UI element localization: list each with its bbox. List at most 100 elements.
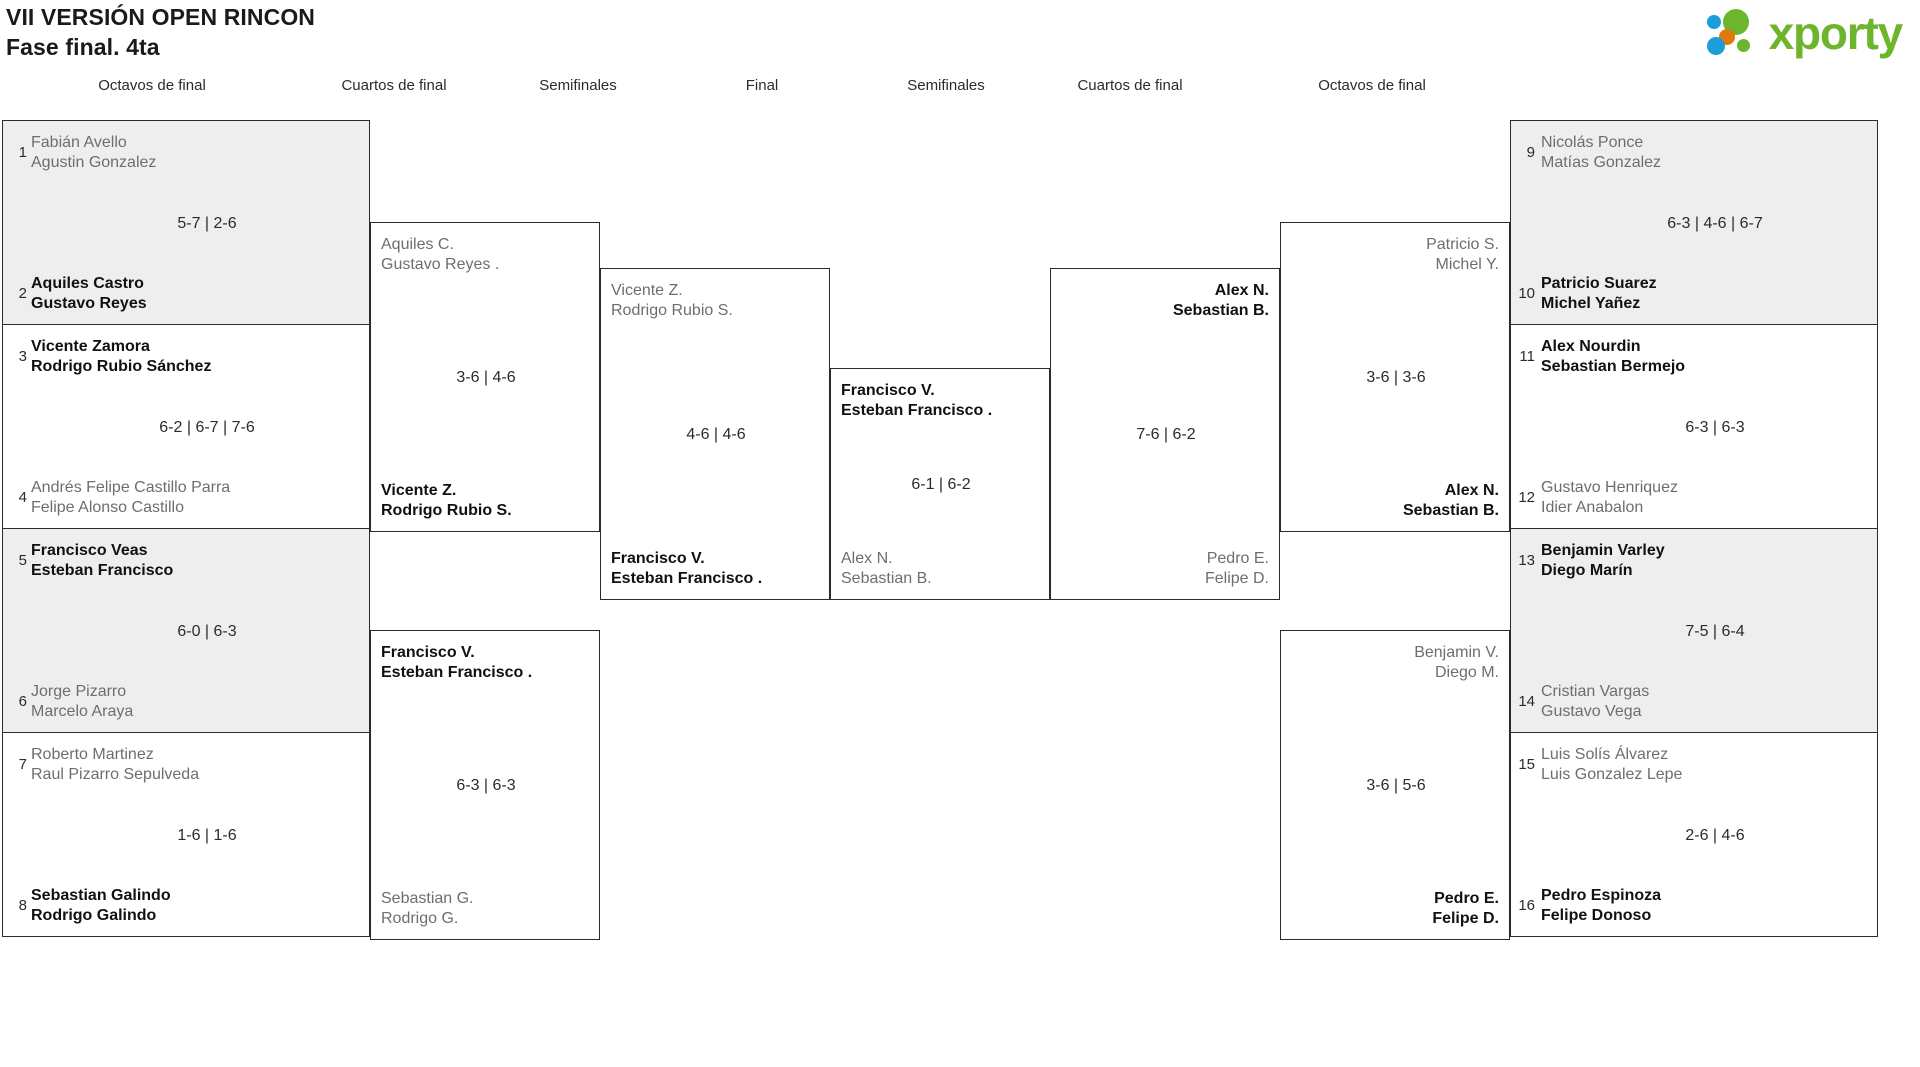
player-2-name: Sebastian B. — [1402, 501, 1499, 519]
player-2-name: Felipe D. — [1204, 569, 1269, 587]
seed-number: 16 — [1518, 897, 1535, 914]
player-1-name: Francisco Veas — [31, 542, 148, 559]
player-1-name: Andrés Felipe Castillo Parra — [31, 479, 231, 496]
player-2-name: Gustavo Reyes . — [381, 255, 500, 273]
team-names: Vicente Z. Rodrigo Rubio S. — [381, 481, 512, 520]
match-score: 3-6 | 4-6 — [456, 369, 516, 386]
match-box[interactable]: Francisco V.Esteban Francisco .Alex N.Se… — [830, 368, 1050, 600]
player-1-name: Francisco V. — [611, 550, 705, 567]
player-1-name: Pedro E. — [1434, 890, 1499, 907]
match-score: 4-6 | 4-6 — [686, 426, 746, 443]
seed-number: 2 — [18, 285, 27, 302]
match-box[interactable]: Vicente Z.Rodrigo Rubio S.Francisco V.Es… — [600, 268, 830, 600]
round-header-2: Semifinales — [539, 77, 617, 94]
seed-number: 13 — [1518, 552, 1535, 569]
match-score: 3-6 | 3-6 — [1366, 369, 1426, 386]
player-1-name: Francisco V. — [841, 382, 935, 399]
seed-number: 12 — [1518, 489, 1535, 506]
match-score: 1-6 | 1-6 — [177, 826, 237, 844]
player-2-name: Esteban Francisco . — [841, 401, 993, 419]
player-1-name: Vicente Z. — [381, 482, 457, 499]
match-box[interactable]: Aquiles C. Gustavo Reyes . Vicente Z. Rodri… — [370, 222, 600, 532]
match-score: 6-3 | 4-6 | 6-7 — [1667, 214, 1763, 232]
round-header-5: Cuartos de final — [1077, 77, 1183, 94]
player-2-name: Gustavo Vega — [1541, 702, 1642, 720]
team-names: Sebastian G.Rodrigo G. — [381, 889, 474, 928]
player-1-name: Roberto Martinez — [31, 746, 154, 763]
match-score: 6-0 | 6-3 — [177, 622, 237, 640]
seed-number: 10 — [1518, 285, 1535, 302]
player-2-name: Sebastian Bermejo — [1541, 357, 1686, 375]
player-2-name: Michel Yañez — [1541, 294, 1641, 312]
team-names: Francisco V. Esteban Francisco . — [841, 381, 992, 420]
player-1-name: Vicente Zamora — [31, 338, 150, 355]
seed-number: 9 — [1526, 144, 1535, 161]
logo-dots-icon — [1706, 7, 1765, 59]
team-names: Pedro E.Felipe D. — [1432, 889, 1499, 928]
player-1-name: Luis Solís Álvarez — [1541, 746, 1669, 763]
player-2-name: Rodrigo Rubio S. — [381, 501, 512, 519]
player-1-name: Gustavo Henriquez — [1541, 479, 1678, 496]
player-2-name: Raul Pizarro Sepulveda — [31, 765, 200, 783]
match-score: 2-6 | 4-6 — [1685, 826, 1745, 844]
page-title: VII VERSIÓN OPEN RINCON Fase final. 4ta — [6, 2, 315, 62]
player-1-name: Pedro Espinoza — [1541, 887, 1662, 904]
match-box[interactable]: Francisco V.Esteban Francisco .Sebastian… — [370, 630, 600, 940]
seed-number: 6 — [18, 693, 27, 710]
player-2-name: Rodrigo Rubio S. — [611, 301, 733, 319]
match-box[interactable]: Alex N.Sebastian B.Pedro E.Felipe D.7-6 … — [1050, 268, 1280, 600]
player-2-name: Felipe Alonso Castillo — [31, 498, 184, 516]
tournament-phase: Fase final. 4ta — [6, 34, 160, 60]
player-2-name: Marcelo Araya — [31, 702, 134, 720]
match-box[interactable]: Benjamin V.Diego M. Pedro E.Felipe D. 3-6 … — [1280, 630, 1510, 940]
player-2-name: Sebastian B. — [1172, 301, 1269, 319]
player-1-name: Jorge Pizarro — [31, 683, 127, 700]
player-1-name: Aquiles C. — [381, 236, 454, 253]
player-1-name: Nicolás Ponce — [1541, 134, 1644, 151]
round-header-4: Semifinales — [907, 77, 985, 94]
player-1-name: Alex N. — [841, 550, 893, 567]
seed-number: 4 — [18, 489, 27, 506]
match-box[interactable]: Patricio S.Michel Y.Alex N.Sebastian B.3… — [1280, 222, 1510, 532]
player-2-name: Rodrigo Galindo — [31, 906, 157, 924]
player-2-name: Esteban Francisco — [31, 561, 174, 579]
player-1-name: Alex Nourdin — [1541, 338, 1641, 355]
player-2-name: Felipe Donoso — [1541, 906, 1652, 924]
seed-number: 5 — [18, 552, 27, 569]
team-names: Benjamin V.Diego M. — [1414, 643, 1499, 682]
match-score: 3-6 | 5-6 — [1366, 777, 1426, 794]
seed-number: 8 — [18, 897, 27, 914]
player-1-name: Patricio S. — [1426, 236, 1499, 253]
player-1-name: Cristian Vargas — [1541, 683, 1650, 700]
player-1-name: Vicente Z. — [611, 282, 683, 299]
round-header-3: Final — [745, 77, 779, 94]
match-score: 7-5 | 6-4 — [1685, 622, 1745, 640]
player-1-name: Fabián Avello — [31, 134, 127, 151]
player-2-name: Rodrigo Rubio Sánchez — [31, 357, 212, 375]
player-2-name: Esteban Francisco . — [381, 663, 533, 681]
match-score: 6-3 | 6-3 — [1685, 418, 1745, 436]
player-2-name: Luis Gonzalez Lepe — [1541, 765, 1683, 783]
seed-number: 3 — [18, 348, 27, 365]
match-score: 6-1 | 6-2 — [911, 476, 971, 493]
player-2-name: Gustavo Reyes — [31, 294, 147, 312]
